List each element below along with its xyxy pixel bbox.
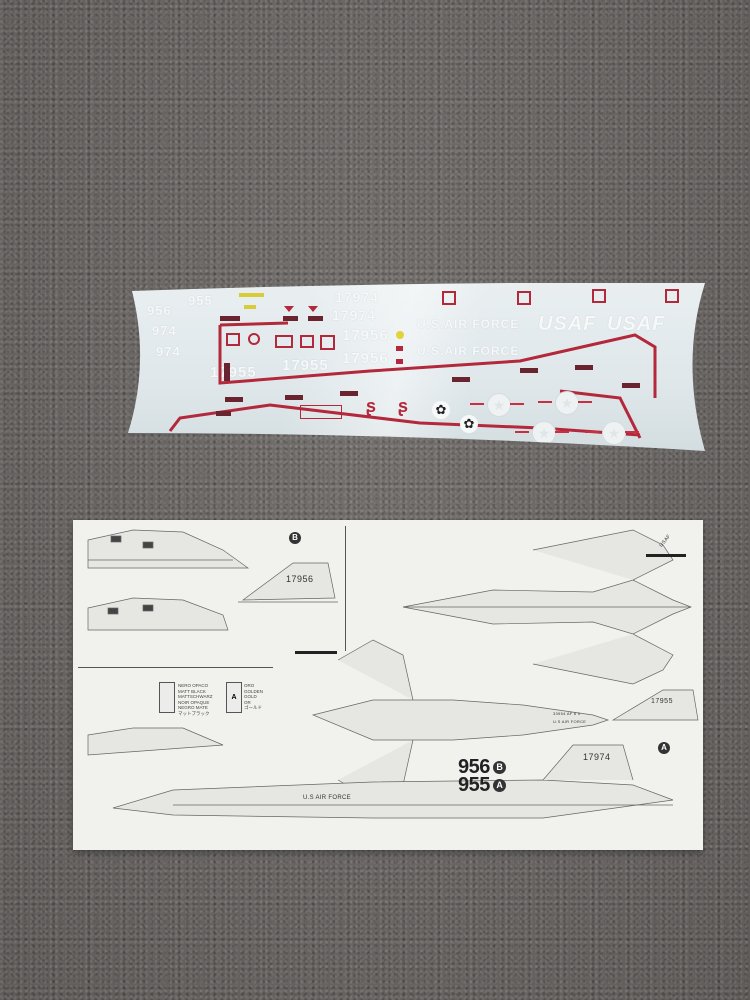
- decal-serial: 17956: [342, 350, 389, 367]
- code-number: 955: [458, 774, 490, 796]
- decal-yellow-stencil: [239, 293, 264, 297]
- decal-stencil: [216, 411, 231, 416]
- decal-stencil: [220, 316, 240, 321]
- decal-red-box: [320, 335, 335, 350]
- color-legend-matt-black: NERO OPACO MATT BLACK MATTSCHWARZ NOIR O…: [178, 683, 213, 716]
- decal-stencil: [308, 316, 323, 321]
- decal-red-outlines: [120, 283, 705, 453]
- instruction-sheet: B A 17956 17955 17974 956 B 955 A U.S AI…: [73, 520, 703, 850]
- decal-stencil: [622, 383, 640, 388]
- decal-stencil: [225, 397, 243, 402]
- decal-stencil: [283, 316, 298, 321]
- code-955: 955 A: [458, 774, 506, 797]
- black-stripe-callout: [646, 554, 686, 557]
- decal-red-box: [665, 289, 679, 303]
- decal-red-triangle: [284, 306, 294, 312]
- aircraft-line-drawings: [87, 529, 699, 819]
- decal-us-air-force: U.S.AIR FORCE: [417, 317, 520, 331]
- version-marker-a: A: [658, 742, 670, 754]
- decal-stencil: [520, 368, 538, 373]
- decal-national-insignia: ★: [582, 421, 642, 443]
- decal-skunk-logo: ✿: [460, 415, 478, 433]
- decal-usaf: USAF: [607, 313, 666, 335]
- color-swatch-gold: A: [226, 682, 242, 713]
- decal-stencil: [452, 377, 470, 382]
- version-marker-b: B: [289, 532, 301, 544]
- black-stripe-callout: [295, 651, 337, 654]
- code-version-marker: B: [492, 761, 506, 774]
- decal-stencil: [575, 365, 593, 370]
- decal-red-box: [517, 291, 531, 305]
- decal-red-frame: [300, 405, 342, 419]
- decal-serial: 974: [156, 344, 181, 359]
- decal-red-circle: [248, 333, 260, 345]
- decal-us-air-force: U.S.AIR FORCE: [417, 344, 520, 358]
- decal-serial: 955: [188, 293, 213, 308]
- decal-skunk-logo: ✿: [432, 401, 450, 419]
- decal-national-insignia: ★: [467, 393, 527, 415]
- decal-serial: 17974: [335, 289, 379, 305]
- decal-sheet: 956 955 974 974 17974 17974 17956 17956 …: [120, 283, 705, 453]
- decal-red-tab: [396, 346, 403, 351]
- code-version-marker: A: [492, 779, 506, 792]
- decal-unit-insignia: ʂ: [365, 396, 376, 416]
- decal-serial: 956: [147, 303, 172, 318]
- color-legend-gold: ORO GOLDEN GOLD OR ゴールド: [244, 683, 264, 710]
- decal-national-insignia: ★: [535, 391, 595, 413]
- decal-red-box: [226, 333, 240, 346]
- decal-serial: 17974: [332, 307, 376, 323]
- decal-serial: 974: [152, 323, 177, 338]
- decal-red-box: [275, 335, 293, 348]
- decal-red-box: [592, 289, 606, 303]
- decal-red-tab: [396, 359, 403, 364]
- decal-red-triangle: [308, 306, 318, 312]
- tail-number-a-small: 17955: [651, 698, 673, 705]
- section-divider: [78, 667, 273, 668]
- decal-stencil: [340, 391, 358, 396]
- decal-usaf: USAF: [538, 313, 597, 335]
- decal-national-insignia: ★: [512, 421, 572, 443]
- decal-stencil: [224, 363, 230, 381]
- underside-label: 33954 AF 6 0: [553, 711, 581, 716]
- color-swatch-matt-black: [159, 682, 175, 713]
- code-956: 956 B: [458, 756, 506, 779]
- decal-unit-insignia: ʂ: [397, 396, 408, 416]
- decal-red-box: [300, 335, 314, 348]
- tail-number-a-large: 17974: [583, 752, 611, 762]
- decal-red-box: [442, 291, 456, 305]
- underside-label: U.S AIR FORCE: [553, 719, 587, 724]
- tail-number-b: 17956: [286, 574, 314, 584]
- decal-stencil: [285, 395, 303, 400]
- decal-serial: 17955: [282, 357, 329, 374]
- code-number: 956: [458, 756, 490, 778]
- section-divider: [345, 526, 346, 651]
- decal-yellow-dot: [396, 331, 404, 339]
- decal-yellow-stencil: [244, 305, 256, 309]
- decal-serial: 17956: [342, 327, 389, 344]
- fuselage-usaf-label: U.S AIR FORCE: [303, 795, 351, 801]
